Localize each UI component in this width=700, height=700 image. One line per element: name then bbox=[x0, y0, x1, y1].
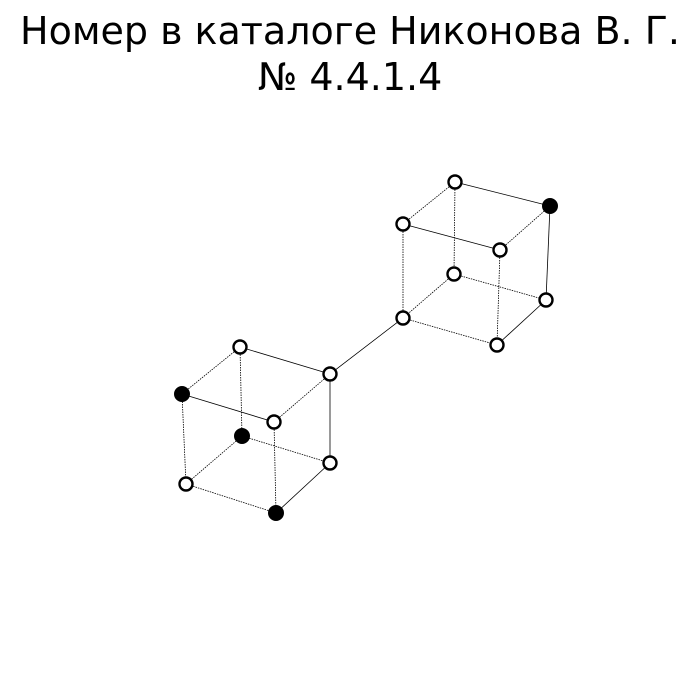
left-cube-edge bbox=[185, 435, 243, 485]
left-cube-edge bbox=[185, 483, 277, 514]
right-cube-edge bbox=[402, 273, 455, 319]
diagram-title: Номер в каталоге Никонова В. Г. № 4.4.1.… bbox=[0, 8, 700, 100]
bridge-edge bbox=[331, 316, 406, 373]
open-vertex bbox=[489, 337, 505, 353]
open-vertex bbox=[492, 242, 508, 258]
open-vertex bbox=[446, 266, 462, 282]
open-vertex bbox=[178, 476, 194, 492]
right-cube-edge bbox=[453, 273, 547, 301]
right-cube-edge bbox=[402, 317, 498, 346]
left-cube-edge bbox=[275, 462, 331, 514]
left-cube-edge bbox=[181, 393, 275, 423]
open-vertex bbox=[395, 310, 411, 326]
left-cube-edge bbox=[273, 373, 331, 423]
open-vertex bbox=[322, 366, 338, 382]
right-cube-edge bbox=[453, 181, 456, 275]
open-vertex bbox=[447, 174, 463, 190]
filled-vertex bbox=[542, 198, 558, 214]
left-cube-edge bbox=[181, 393, 187, 485]
left-cube-edge bbox=[239, 346, 331, 375]
left-cube-edge bbox=[239, 346, 243, 437]
left-cube-edge bbox=[273, 421, 277, 514]
filled-vertex bbox=[174, 386, 190, 402]
filled-vertex bbox=[268, 505, 284, 521]
open-vertex bbox=[322, 455, 338, 471]
left-cube-edge bbox=[181, 346, 241, 395]
open-vertex bbox=[395, 216, 411, 232]
right-cube-edge bbox=[496, 299, 547, 346]
open-vertex bbox=[266, 414, 282, 430]
right-cube-edge bbox=[545, 205, 551, 301]
right-cube-edge bbox=[402, 223, 501, 251]
open-vertex bbox=[538, 292, 554, 308]
right-cube-edge bbox=[496, 249, 501, 346]
filled-vertex bbox=[234, 428, 250, 444]
right-cube-edge bbox=[454, 181, 551, 207]
open-vertex bbox=[232, 339, 248, 355]
right-cube-edge bbox=[499, 205, 551, 251]
right-cube-edge bbox=[402, 181, 456, 225]
title-line-1: Номер в каталоге Никонова В. Г. bbox=[20, 9, 680, 53]
title-line-2: № 4.4.1.4 bbox=[257, 55, 443, 99]
left-cube-edge bbox=[241, 435, 331, 464]
